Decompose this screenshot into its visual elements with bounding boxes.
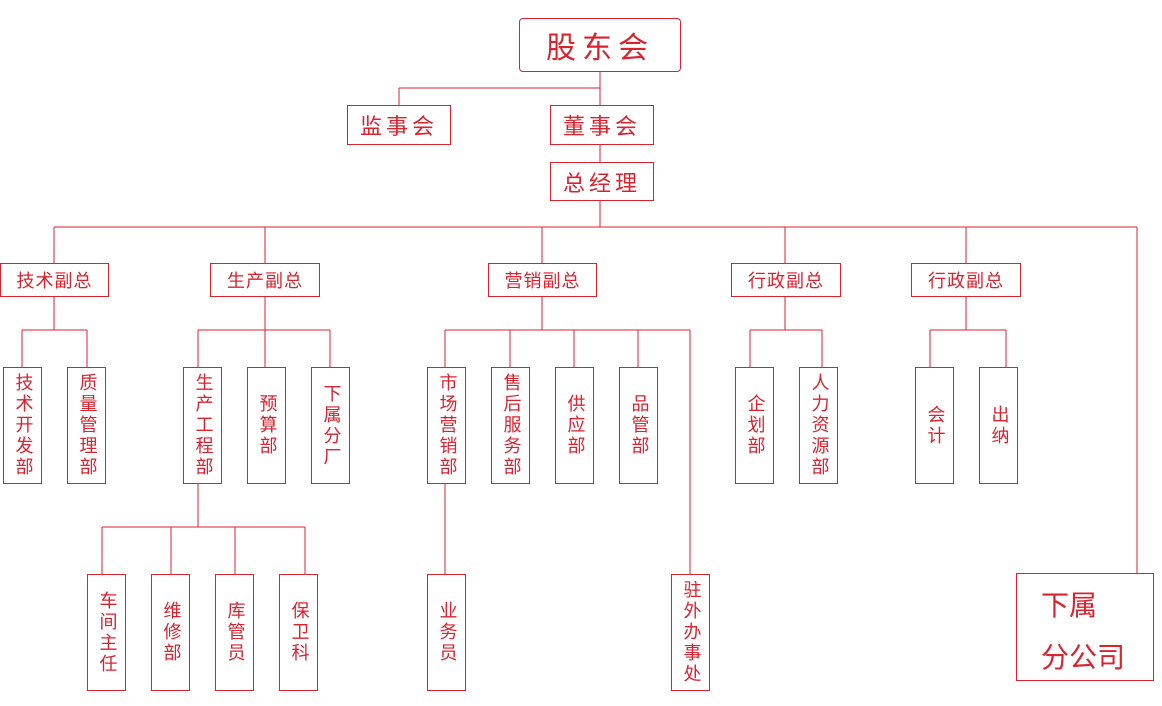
node-label: 人力资源部 <box>808 373 830 478</box>
node-label: 下属分厂 <box>320 383 342 468</box>
node-label: 预算部 <box>256 394 278 457</box>
subsidiary-label-line2: 分公司 <box>1041 641 1126 674</box>
salesman-node: 业务员 <box>427 574 466 691</box>
field-office-node: 驻外办事处 <box>671 574 710 691</box>
node-label: 维修部 <box>160 601 182 664</box>
vp-tech-node: 技术副总 <box>0 263 109 297</box>
node-label: 品管部 <box>628 394 650 457</box>
tech-dev-dept-node: 技术开发部 <box>3 367 42 484</box>
general-manager-node: 总经理 <box>550 162 654 201</box>
node-label: 驻外办事处 <box>680 580 702 685</box>
node-label: 出纳 <box>988 404 1010 447</box>
warehouse-keeper-node: 库管员 <box>215 574 254 691</box>
planning-dept-node: 企划部 <box>735 367 774 484</box>
node-label: 企划部 <box>744 394 766 457</box>
node-label: 生产副总 <box>227 271 303 292</box>
supply-dept-node: 供应部 <box>555 367 594 484</box>
node-label: 行政副总 <box>748 271 824 292</box>
vp-production-node: 生产副总 <box>210 263 320 297</box>
node-label: 车间主任 <box>96 590 118 675</box>
quality-control-dept-node: 品管部 <box>619 367 658 484</box>
marketing-dept-node: 市场营销部 <box>427 367 466 484</box>
security-section-node: 保卫科 <box>279 574 318 691</box>
vp-sales-node: 营销副总 <box>488 263 597 297</box>
node-label: 技术开发部 <box>12 373 34 478</box>
accounting-node: 会计 <box>915 367 954 484</box>
vp-admin-node-2: 行政副总 <box>911 263 1021 297</box>
subsidiary-company-node: 下属 分公司 <box>1016 573 1154 681</box>
cashier-node: 出纳 <box>979 367 1018 484</box>
budget-dept-node: 预算部 <box>247 367 286 484</box>
node-label: 股东会 <box>546 31 654 66</box>
node-label: 售后服务部 <box>500 373 522 478</box>
node-label: 会计 <box>924 404 946 447</box>
node-label: 质量管理部 <box>76 373 98 478</box>
after-sales-dept-node: 售后服务部 <box>491 367 530 484</box>
node-label: 业务员 <box>436 601 458 664</box>
supervisory-board-node: 监事会 <box>347 105 451 145</box>
production-eng-dept-node: 生产工程部 <box>183 367 222 484</box>
node-label: 技术副总 <box>16 271 93 292</box>
node-label: 供应部 <box>564 394 586 457</box>
vp-admin-node-1: 行政副总 <box>731 263 841 297</box>
node-label: 生产工程部 <box>192 373 214 478</box>
subsidiary-label-line1: 下属 <box>1041 589 1098 622</box>
node-label: 监事会 <box>359 115 438 140</box>
node-label: 董事会 <box>562 115 641 140</box>
branch-factory-node: 下属分厂 <box>311 367 350 484</box>
node-label: 行政副总 <box>928 271 1004 292</box>
node-label: 总经理 <box>562 171 641 197</box>
node-label: 库管员 <box>224 601 246 664</box>
maintenance-dept-node: 维修部 <box>151 574 190 691</box>
quality-mgmt-dept-node: 质量管理部 <box>67 367 106 484</box>
shareholders-meeting-node: 股东会 <box>519 18 681 72</box>
workshop-director-node: 车间主任 <box>87 574 126 691</box>
node-label: 保卫科 <box>288 601 310 664</box>
node-label: 市场营销部 <box>436 373 458 478</box>
node-label: 营销副总 <box>504 271 581 292</box>
board-of-directors-node: 董事会 <box>550 105 654 145</box>
hr-dept-node: 人力资源部 <box>799 367 838 484</box>
